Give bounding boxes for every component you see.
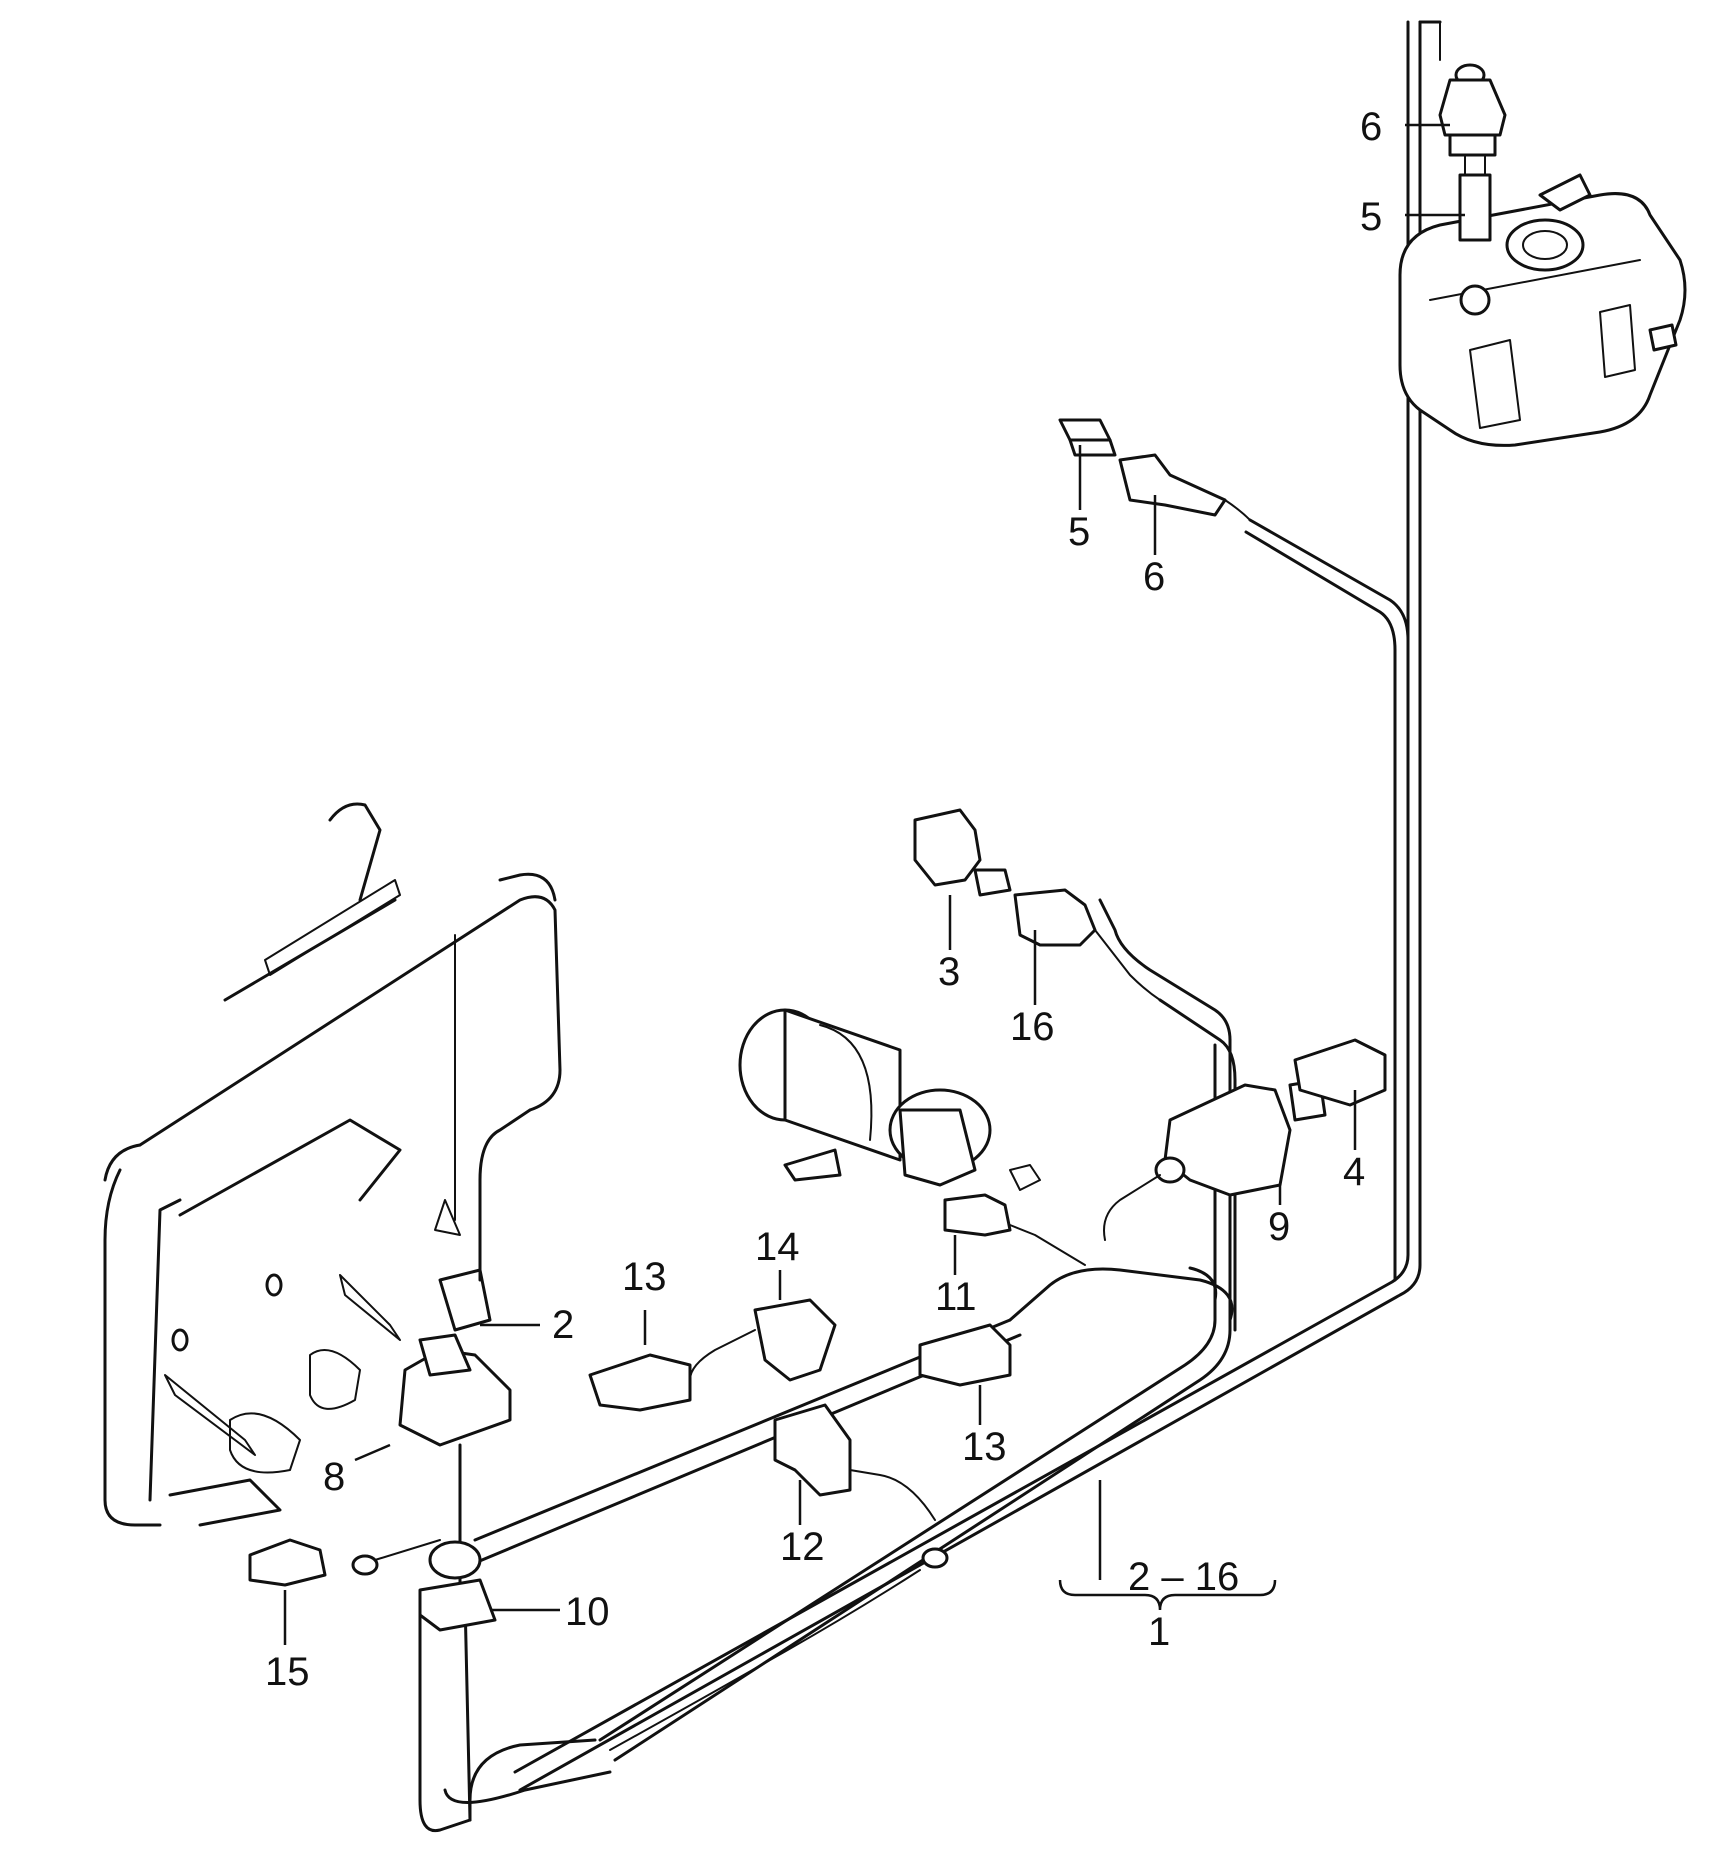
temp-sensor-middle bbox=[1058, 418, 1410, 1282]
mounting-bracket bbox=[103, 802, 562, 1527]
callout-11: 11 bbox=[935, 1275, 977, 1319]
connector-13-left bbox=[588, 1353, 692, 1412]
callout-13-left: 13 bbox=[622, 1255, 667, 1299]
ground-wire bbox=[609, 1547, 949, 1751]
clamp-10 bbox=[418, 1540, 497, 1632]
callout-16: 16 bbox=[1010, 1005, 1055, 1049]
callout-6-top: 6 bbox=[1360, 105, 1382, 149]
callout-4: 4 bbox=[1343, 1150, 1365, 1194]
callout-15: 15 bbox=[265, 1650, 310, 1694]
coolant-reservoir bbox=[1398, 173, 1687, 447]
callout-10: 10 bbox=[565, 1590, 610, 1634]
ground-lug-15 bbox=[248, 1538, 441, 1587]
connector-9 bbox=[1103, 1038, 1387, 1241]
callout-6-middle: 6 bbox=[1143, 555, 1165, 599]
ignition-coil bbox=[738, 1008, 1041, 1191]
callout-5-middle: 5 bbox=[1068, 510, 1090, 554]
callout-labels: 6 5 5 6 3 16 4 9 11 13 12 13 14 2 8 10 1… bbox=[265, 105, 1382, 1694]
callout-14: 14 bbox=[755, 1225, 800, 1269]
callout-5-top: 5 bbox=[1360, 195, 1382, 239]
temp-sensor-top bbox=[1438, 21, 1507, 242]
connector-12 bbox=[773, 1403, 936, 1521]
callout-2: 2 bbox=[552, 1303, 574, 1347]
connector-13-right bbox=[918, 1323, 1012, 1387]
connector-14 bbox=[689, 1298, 837, 1382]
callout-1: 1 bbox=[1148, 1610, 1170, 1654]
callout-12: 12 bbox=[780, 1525, 825, 1569]
fuse-holder bbox=[398, 1268, 512, 1592]
callout-8: 8 bbox=[323, 1455, 345, 1499]
leader-lines bbox=[283, 123, 1465, 1645]
callout-9: 9 bbox=[1268, 1205, 1290, 1249]
callout-3: 3 bbox=[938, 950, 960, 994]
callout-range: 2 – 16 bbox=[1128, 1555, 1239, 1599]
sensor-connector-3 bbox=[913, 808, 1237, 1332]
connector-11 bbox=[943, 1193, 1086, 1266]
callout-13-right: 13 bbox=[962, 1425, 1007, 1469]
